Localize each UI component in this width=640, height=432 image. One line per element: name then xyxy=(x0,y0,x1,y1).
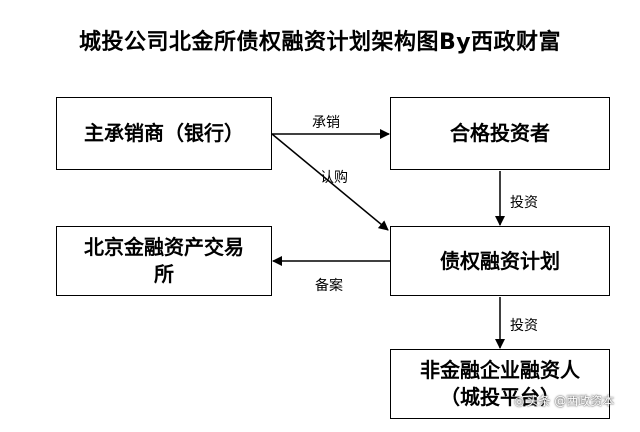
node-lead-underwriter: 主承销商（银行） xyxy=(56,97,272,170)
node-exchange: 北京金融资产交易 所 xyxy=(56,226,272,296)
diagram-title: 城投公司北金所债权融资计划架构图By西政财富 xyxy=(78,30,562,55)
node-debt-financing-plan: 债权融资计划 xyxy=(390,226,610,296)
node-financier: 非金融企业融资人 （城投平台） xyxy=(390,349,610,419)
watermark: ◎头条 @西政资本 xyxy=(514,392,614,409)
node-label: 债权融资计划 xyxy=(440,248,560,273)
node-label-line1: 北京金融资产交易 xyxy=(84,235,244,259)
node-label-line2: 所 xyxy=(154,262,174,286)
edge-label-subscribe: 认购 xyxy=(320,170,348,186)
watermark-icon: ◎ xyxy=(514,394,525,408)
watermark-text: 头条 @西政资本 xyxy=(526,394,615,408)
node-label-line1: 非金融企业融资人 xyxy=(420,358,580,382)
edge-label-invest-1: 投资 xyxy=(510,195,538,211)
edge-label-sell: 承销 xyxy=(312,115,340,131)
arrow-subscribe xyxy=(271,133,389,231)
node-label: 合格投资者 xyxy=(450,121,550,145)
node-qualified-investor: 合格投资者 xyxy=(390,97,610,170)
edge-label-filing: 备案 xyxy=(315,278,343,294)
edge-label-invest-2: 投资 xyxy=(510,318,538,334)
node-label: 主承销商（银行） xyxy=(84,121,244,145)
node-label-line2: （城投平台） xyxy=(440,385,560,409)
